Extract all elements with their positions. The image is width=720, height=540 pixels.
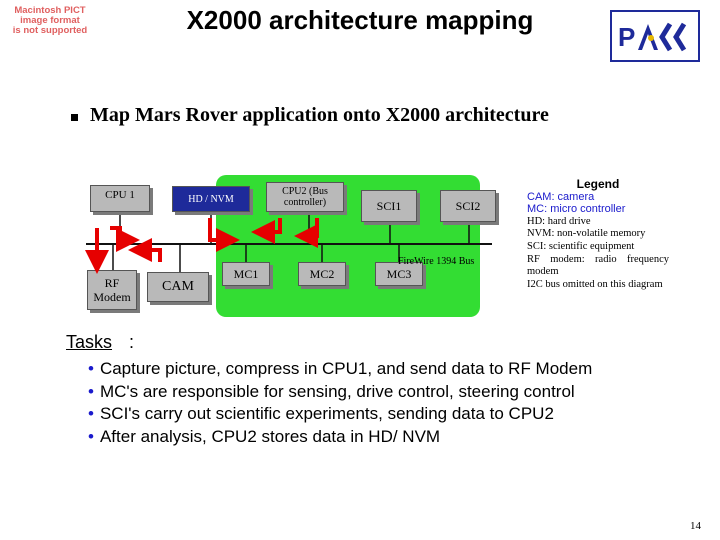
task-text: SCI's carry out scientific experiments, … [99,404,554,423]
mc1-box: MC1 [222,262,270,286]
page-number: 14 [690,520,701,532]
tasks-title: Tasks [66,332,113,352]
svg-text:P: P [618,22,635,52]
legend-item: CAM: camera [527,190,595,203]
pict-note-line: Macintosh PICT [14,5,86,16]
legend-item: HD: hard drive [527,215,591,227]
task-item: After analysis, CPU2 stores data in HD/ … [88,426,592,449]
sci2-box: SCI2 [440,190,496,222]
mc2-box: MC2 [298,262,346,286]
tasks-title-colon: : [129,332,135,352]
slide-title: X2000 architecture mapping [186,5,534,35]
task-item: Capture picture, compress in CPU1, and s… [88,358,592,381]
firewire-bus-line [86,243,492,245]
legend-item: MC: micro controller [527,203,626,216]
arrow-cpu1-loop [110,226,140,252]
legend-title: Legend [576,177,620,191]
tasks-list: Capture picture, compress in CPU1, and s… [88,358,592,448]
task-text: MC's are responsible for sensing, drive … [99,381,575,401]
pict-note-line: image format [20,15,80,26]
arrow-cpu2-to-hd-nvm [251,218,282,244]
firewire-bus-region [216,175,480,317]
arrow-sci-to-cpu2 [294,218,319,248]
cpu2-box: CPU2 (Bus controller) [266,182,344,212]
task-text: Capture picture, compress in CPU1, and s… [99,359,593,378]
legend: Legend CAM: camera MC: micro controller … [527,178,669,291]
sci1-box: SCI1 [361,190,417,222]
bus-label: FireWire 1394 Bus [398,256,475,267]
arrow-hd-nvm [208,218,240,252]
cam-box: CAM [147,272,209,302]
pict-note-line: is not supported [12,25,88,36]
task-item: SCI's carry out scientific experiments, … [88,403,592,426]
pict-placeholder-note: Macintosh PICT image format is not suppo… [4,6,96,36]
hd-nvm-box: HD / NVM [172,186,250,212]
legend-item: NVM: non-volatile memory [527,228,646,240]
task-text: After analysis, CPU2 stores data in HD/ … [99,426,441,446]
legend-item: RF modem: radio frequency modem [527,253,669,278]
legend-item: I2C bus omitted on this diagram [527,278,663,290]
arrow-cam-to-cpu1 [128,238,162,262]
pacc-logo-icon: P [610,10,700,62]
bullet-square [71,114,78,121]
main-bullet-text: Map Mars Rover application onto X2000 ar… [90,104,549,126]
task-item: MC's are responsible for sensing, drive … [88,381,592,404]
cpu1-box: CPU 1 [90,185,150,212]
rf-modem-box: RF Modem [87,270,137,310]
mc3-box: MC3 [375,262,423,286]
legend-item: SCI: scientific equipment [527,240,635,252]
